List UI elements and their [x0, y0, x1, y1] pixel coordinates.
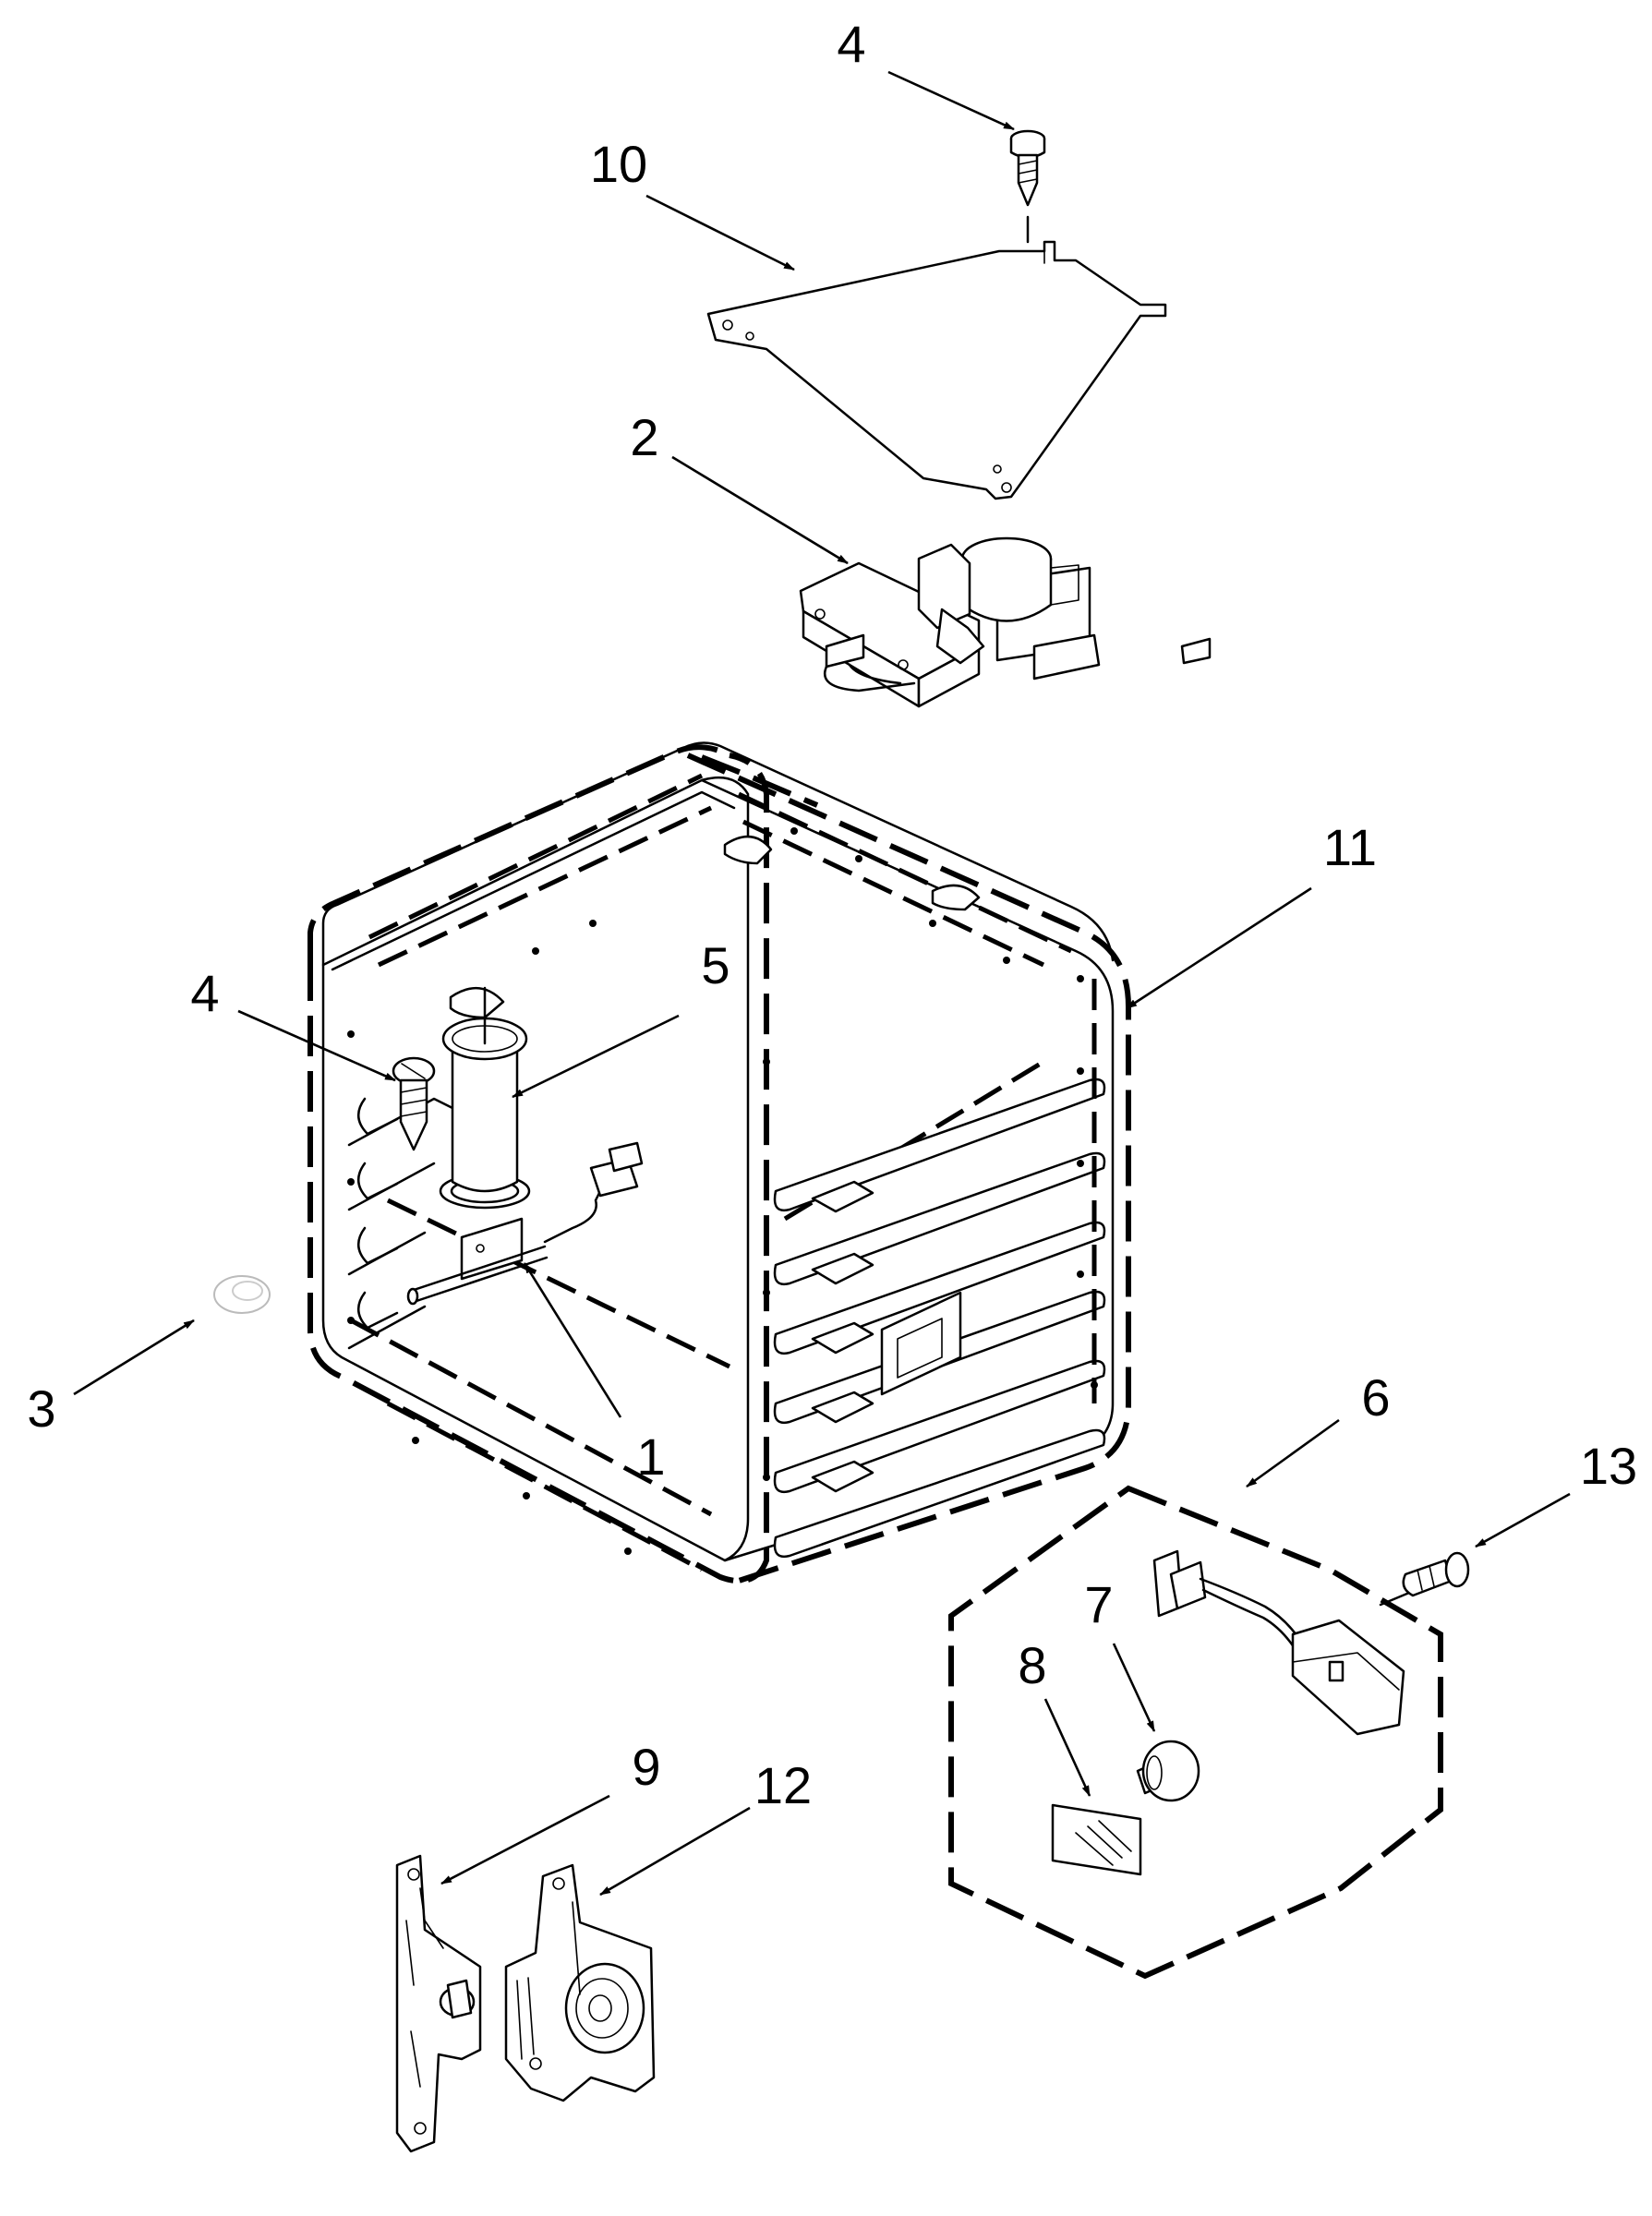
callout-11: 11 — [1323, 818, 1377, 876]
callout-9: 9 — [632, 1738, 660, 1796]
part-oven-cavity — [307, 741, 1131, 1584]
part-hole-plug — [213, 1275, 271, 1314]
part-light-screw — [1402, 1551, 1470, 1597]
part-side-screw — [392, 1056, 436, 1151]
callout-10: 10 — [590, 135, 647, 193]
part-top-screw — [1009, 129, 1046, 244]
part-latch-motor-assembly — [799, 536, 1212, 708]
part-mounting-plate — [706, 240, 1167, 500]
callout-7: 7 — [1084, 1575, 1113, 1633]
callout-labels: 4 10 2 11 5 4 3 1 6 13 7 8 9 12 — [27, 15, 1637, 1814]
callout-5: 5 — [701, 936, 730, 994]
leader-arrows — [73, 70, 1571, 1897]
part-temperature-sensor — [406, 1141, 644, 1306]
part-vent-tube — [439, 986, 531, 1210]
callout-13: 13 — [1580, 1437, 1637, 1495]
callout-8: 8 — [1018, 1636, 1046, 1694]
part-door-hinge-left — [395, 1854, 482, 2153]
cavity-rivets — [347, 827, 1098, 1555]
part-light-kit-group — [948, 1485, 1443, 1980]
part-door-hinge-right — [504, 1863, 656, 2102]
callout-1: 1 — [636, 1427, 665, 1486]
callout-12: 12 — [754, 1756, 812, 1814]
callout-4-side: 4 — [190, 964, 219, 1022]
callout-2: 2 — [630, 408, 658, 466]
callout-6: 6 — [1361, 1368, 1390, 1427]
callout-4-top: 4 — [837, 15, 865, 73]
callout-3: 3 — [27, 1379, 55, 1438]
